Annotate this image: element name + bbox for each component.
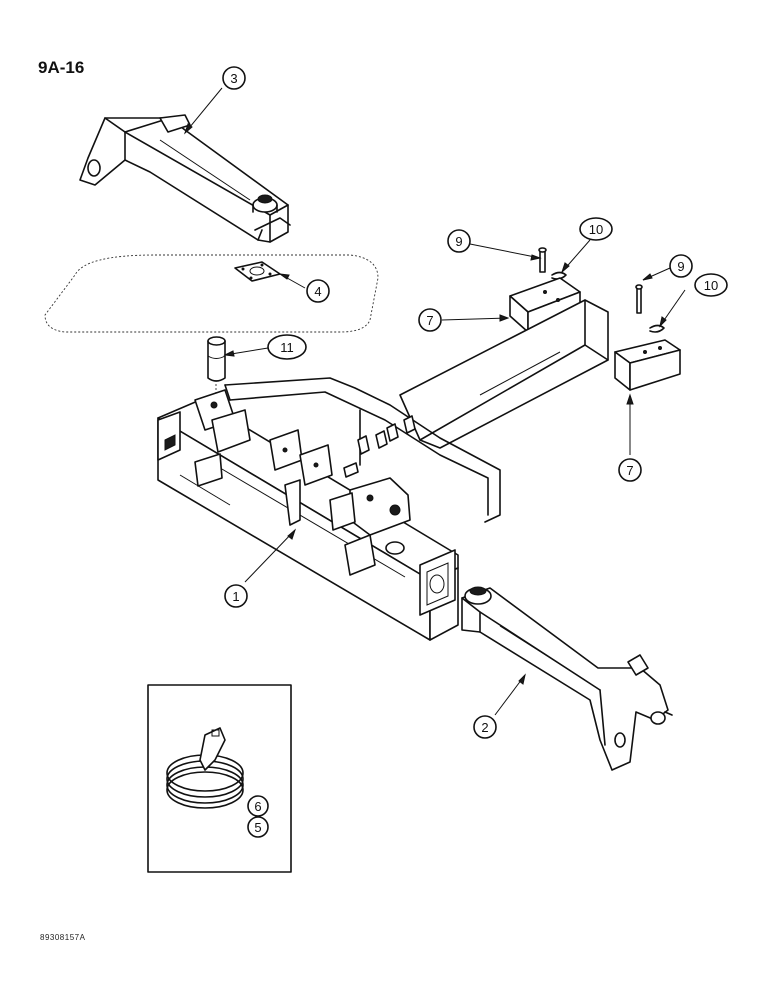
- callout-3: 3: [222, 66, 246, 90]
- svg-text:10: 10: [589, 222, 603, 237]
- reference-outline: [44, 254, 379, 333]
- svg-text:10: 10: [704, 278, 718, 293]
- drawing-id: 89308157A: [40, 933, 86, 942]
- part-10-clip-right: [649, 324, 665, 333]
- callout-9-right: 9: [669, 254, 693, 278]
- callout-9-left: 9: [447, 229, 471, 253]
- callout-7-right: 7: [618, 458, 642, 482]
- callout-5: 5: [247, 816, 269, 838]
- callout-10-right: 10: [694, 273, 728, 297]
- inset-box: [147, 684, 292, 873]
- part-7-bracket-right: [614, 339, 681, 391]
- svg-text:5: 5: [254, 820, 261, 835]
- svg-text:9: 9: [677, 259, 684, 274]
- part-9-pin-left: [538, 247, 547, 273]
- part-5-6-coil: [166, 727, 244, 809]
- svg-text:4: 4: [314, 284, 321, 299]
- svg-text:11: 11: [280, 340, 294, 355]
- svg-text:2: 2: [481, 720, 488, 735]
- part-2-lower-arm: [461, 586, 673, 771]
- svg-text:3: 3: [230, 71, 237, 86]
- part-4-plate: [234, 261, 281, 282]
- svg-text:6: 6: [254, 799, 261, 814]
- part-9-pin-right: [635, 284, 643, 314]
- svg-text:7: 7: [426, 313, 433, 328]
- svg-text:7: 7: [626, 463, 633, 478]
- page-number: 9A-16: [38, 58, 85, 77]
- svg-text:1: 1: [232, 589, 239, 604]
- callout-2: 2: [473, 715, 497, 739]
- callout-4: 4: [306, 279, 330, 303]
- callout-6: 6: [247, 795, 269, 817]
- svg-text:9: 9: [455, 234, 462, 249]
- callout-11: 11: [267, 334, 307, 360]
- leader-lines: [183, 87, 686, 716]
- part-11-pin: [207, 336, 226, 400]
- callout-10-left: 10: [579, 217, 613, 241]
- callout-1: 1: [224, 584, 248, 608]
- part-1-main-frame: [157, 299, 609, 641]
- callout-7-left: 7: [418, 308, 442, 332]
- part-3-upper-arm: [79, 114, 291, 243]
